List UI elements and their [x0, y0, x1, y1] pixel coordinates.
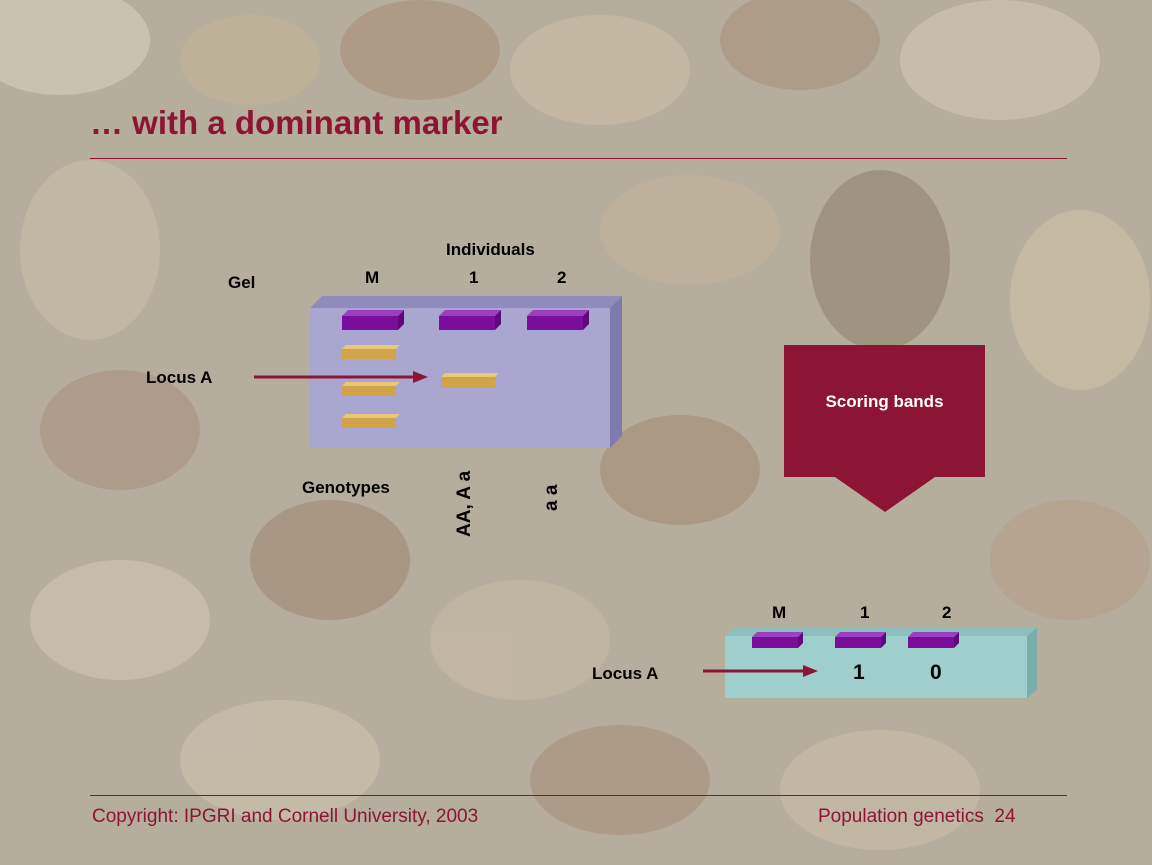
score-individual-1: 1	[853, 661, 865, 684]
score-lane-label-m: M	[772, 603, 787, 622]
genotype-individual-2: a a	[541, 484, 562, 511]
gel-lane-label-2: 2	[557, 268, 567, 287]
score-locus-a-label: Locus A	[592, 664, 659, 683]
marker-band	[342, 382, 400, 396]
slide-number: Population genetics 24	[818, 806, 1016, 827]
slide-title: … with a dominant marker	[90, 104, 503, 141]
score-lane-label-1: 1	[860, 603, 870, 622]
locus-a-band-individual-1	[441, 373, 499, 388]
genotype-individual-1: AA, A a	[454, 470, 475, 537]
gel-well-2	[527, 310, 589, 330]
score-lane-label-2: 2	[942, 603, 952, 622]
gel-lane-label-m: M	[365, 268, 380, 287]
score-well-m	[752, 632, 803, 648]
gel-top-face	[310, 296, 622, 308]
score-well-2	[908, 632, 959, 648]
locus-a-arrow	[254, 371, 428, 383]
marker-band	[342, 414, 400, 428]
copyright-text: Copyright: IPGRI and Cornell University,…	[92, 806, 479, 827]
scoring-bands-label: Scoring bands	[825, 392, 944, 411]
locus-a-label: Locus A	[146, 368, 213, 387]
scoring-block-arrow	[784, 345, 985, 512]
gel-well-1	[439, 310, 501, 330]
genotypes-label: Genotypes	[302, 478, 390, 497]
individuals-label: Individuals	[446, 240, 535, 259]
score-side-face	[1027, 628, 1037, 698]
score-locus-arrow	[703, 665, 818, 677]
score-individual-2: 0	[930, 661, 942, 684]
gel-lane-label-1: 1	[469, 268, 479, 287]
footer-rule	[90, 795, 1067, 796]
gel-side-face	[610, 296, 622, 448]
score-well-1	[835, 632, 886, 648]
marker-band	[342, 345, 400, 359]
title-rule	[90, 158, 1067, 159]
gel-label: Gel	[228, 273, 256, 292]
gel-well-m	[342, 310, 404, 330]
